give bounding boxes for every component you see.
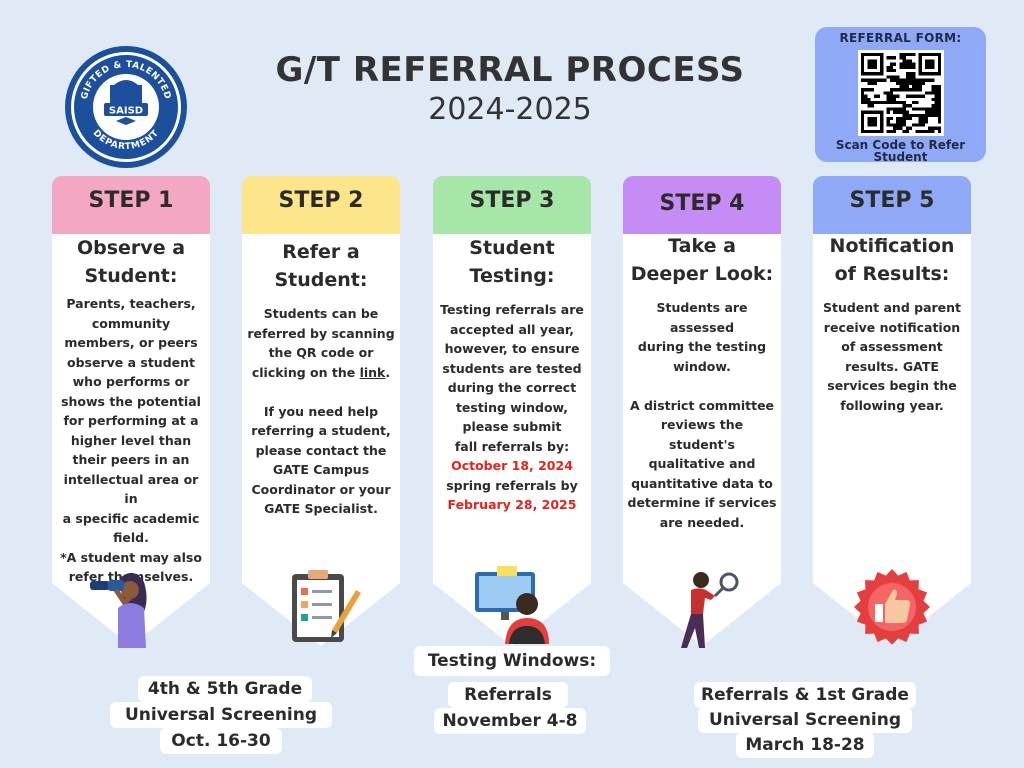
window-right-line-2: Universal Screening [698, 707, 912, 733]
testing-windows-heading: Testing Windows: [414, 646, 610, 676]
window-center-line-1: Referrals [448, 682, 568, 708]
step-card [813, 234, 971, 584]
person-with-binoculars-icon [90, 572, 147, 648]
step-3-tab: STEP 3 [433, 176, 591, 234]
gifted-talented-department-logo: GIFTED & TALENTED DEPARTMENT SAISD [65, 46, 187, 168]
step-label: STEP 5 [849, 188, 935, 213]
step-5-tab: STEP 5 [813, 176, 971, 234]
page-title: G/T REFERRAL PROCESS [275, 50, 745, 90]
step-1-tab: STEP 1 [52, 176, 210, 234]
step-label: STEP 2 [278, 188, 364, 213]
window-right-line-1: Referrals & 1st Grade [694, 682, 916, 708]
qr-heading: REFERRAL FORM: [839, 31, 962, 45]
step-2-tab: STEP 2 [242, 176, 400, 234]
clipboard-checklist-icon [292, 570, 361, 642]
referral-form-qr-panel: REFERRAL FORM: Scan Code to Refer Studen… [815, 27, 986, 164]
step-card [623, 234, 781, 584]
qr-code-icon[interactable] [857, 50, 944, 136]
fall-deadline: October 18, 2024 [451, 458, 573, 473]
window-center-date: November 4-8 [434, 708, 586, 734]
graduation-cap-icon [116, 117, 136, 125]
window-right-date: March 18-28 [736, 732, 874, 758]
step-4-tab: STEP 4 [623, 176, 781, 234]
step-card [52, 234, 210, 584]
step-card [433, 234, 591, 584]
thumbs-up-badge-icon [854, 569, 930, 645]
window-left-date: Oct. 16-30 [160, 728, 282, 754]
step-card [242, 234, 400, 584]
person-with-magnifier-icon [681, 572, 739, 648]
window-left-line-1: 4th & 5th Grade [138, 676, 312, 702]
referral-link[interactable]: link [359, 364, 386, 380]
step-label: STEP 3 [469, 188, 555, 213]
window-left-line-2: Universal Screening [110, 702, 332, 728]
step-label: STEP 4 [659, 191, 745, 216]
spring-deadline: February 28, 2025 [447, 497, 577, 512]
logo-center-text: SAISD [109, 106, 143, 117]
qr-caption: Scan Code to Refer Student [835, 138, 966, 164]
student-at-computer-icon [475, 566, 549, 644]
step-label: STEP 1 [88, 188, 174, 213]
school-year: 2024-2025 [428, 92, 592, 127]
